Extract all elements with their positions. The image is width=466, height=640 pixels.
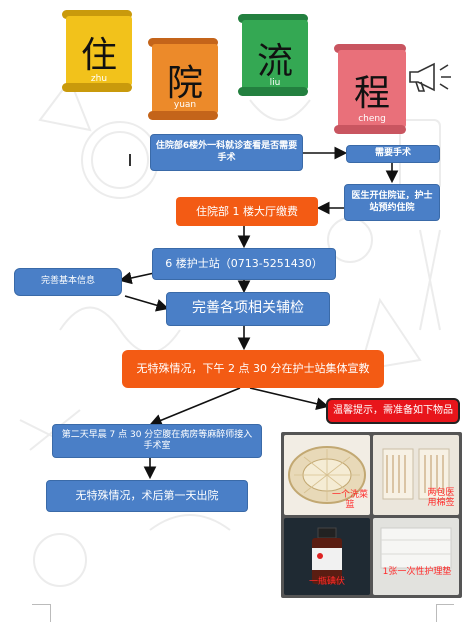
step-basic-info: 完善基本信息: [14, 268, 122, 296]
step-doctor-order: 医生开住院证，护士站预约住院: [344, 184, 440, 221]
title-char: 程: [353, 73, 390, 114]
title-pinyin: zhu: [90, 74, 108, 84]
page-corner-mark: [32, 604, 50, 605]
item-caption: 一个洗菜篮: [332, 490, 369, 510]
item-photo-pad: 1张一次性护理垫: [373, 518, 459, 595]
title-scroll-cheng: 程 cheng: [334, 44, 406, 134]
cotton-swabs-icon: [382, 448, 450, 500]
item-caption: 一瓶碘伏: [308, 577, 345, 587]
step-exams: 完善各项相关辅检: [166, 292, 330, 326]
title-pinyin: cheng: [358, 114, 386, 124]
page-corner-mark: [436, 604, 454, 605]
scroll-paper: [66, 16, 132, 86]
step-need-surgery: 需要手术: [346, 145, 440, 163]
scroll-paper: [338, 50, 406, 128]
step-briefing: 无特殊情况，下午 2 点 30 分在护士站集体宣教: [122, 350, 384, 388]
page-corner-mark: [436, 604, 437, 622]
step-reminder: 温馨提示，需准备如下物品: [326, 398, 460, 424]
megaphone-icon: [409, 62, 451, 92]
title-pinyin: liu: [269, 78, 281, 88]
step-discharge: 无特殊情况，术后第一天出院: [46, 480, 248, 512]
step-clinic: 住院部6楼外一科就诊查看是否需要手术: [150, 134, 303, 171]
item-photo-iodophor: 一瓶碘伏: [284, 518, 370, 595]
item-caption: 1张一次性护理垫: [382, 567, 452, 577]
item-caption: 两包医用棉签: [427, 488, 455, 508]
title-char: 流: [256, 41, 293, 82]
title-scroll-yuan: 院 yuan: [148, 38, 218, 120]
scroll-paper: [152, 44, 218, 114]
text-cursor: [129, 154, 131, 166]
title-char: 住: [80, 35, 117, 76]
item-photo-basket: 一个洗菜篮: [284, 435, 370, 515]
basket-icon: [288, 446, 366, 504]
title-pinyin: yuan: [173, 100, 197, 110]
title-char: 院: [166, 63, 203, 104]
page-corner-mark: [50, 604, 51, 622]
items-photo-panel: 一个洗菜篮 两包医用棉签 一瓶碘伏: [281, 432, 462, 598]
scroll-paper: [242, 20, 308, 90]
nursing-pad-icon: [380, 527, 452, 569]
step-nurse-station: 6 楼护士站（0713-5251430）: [152, 248, 336, 280]
title-scroll-liu: 流 liu: [238, 14, 308, 96]
bottle-icon: [312, 527, 342, 584]
step-next-morning: 第二天早晨 7 点 30 分空腹在病房等麻醉师接入手术室: [52, 424, 262, 458]
step-payment: 住院部 1 楼大厅缴费: [176, 197, 318, 226]
title-scroll-zhu: 住 zhu: [62, 10, 132, 92]
item-photo-swabs: 两包医用棉签: [373, 435, 459, 515]
